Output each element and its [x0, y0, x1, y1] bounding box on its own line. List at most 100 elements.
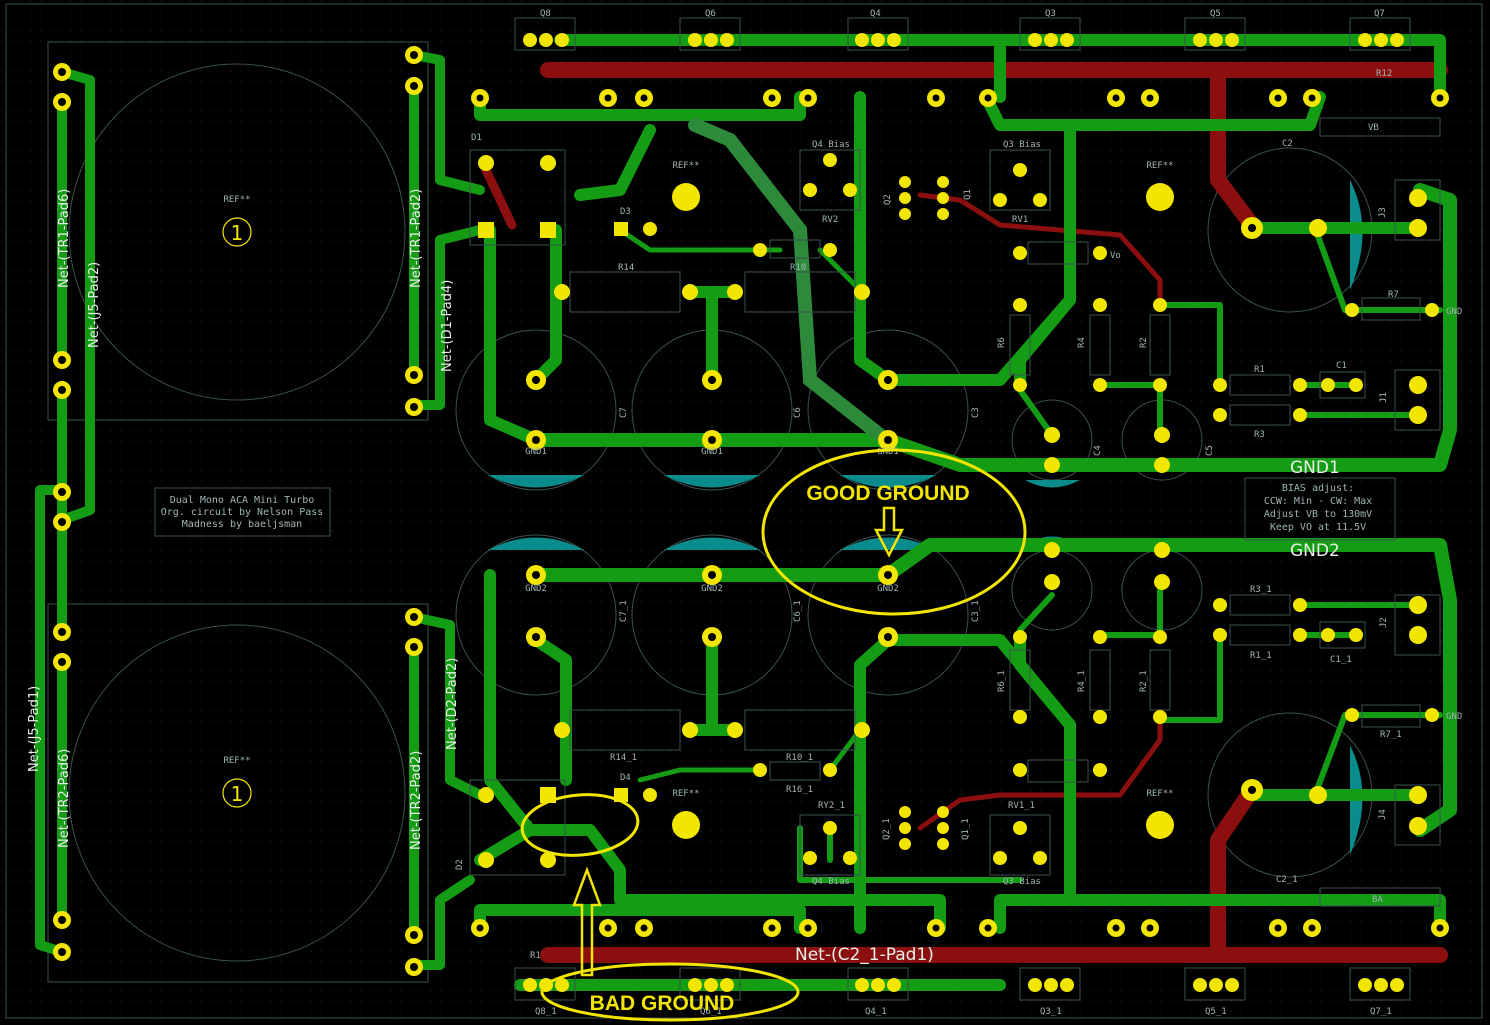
ref-q2-1: Q2_1 [882, 818, 892, 840]
ref-q8-1: Q8_1 [535, 1007, 557, 1017]
ref-label-mh1: REF** [672, 161, 699, 171]
gnd-pad-labels: GND1 GND1 GND1 GND2 GND2 GND2 [525, 447, 899, 594]
ref-r10-1: R10_1 [786, 753, 813, 763]
ref-c5: C5 [1205, 445, 1215, 456]
transformer-tracks [35, 50, 485, 970]
ref-r4-1: R4_1 [1077, 670, 1087, 692]
silkscreen-refs-top: Q8 Q6 Q4 Q3 Q5 Q7 D1 D3 R14 R10 Q4 Bias … [471, 9, 1462, 456]
ref-j2: J2 [1379, 617, 1389, 628]
ref-q4: Q4 [870, 9, 881, 19]
ref-q3-bias-bottom: Q3 Bias [1003, 877, 1041, 887]
net-label-j5-pad1: Net-(J5-Pad1) [27, 686, 42, 772]
net-label-d1-pad4: Net-(D1-Pad4) [440, 280, 455, 372]
credit-line-1: Dual Mono ACA Mini Turbo [170, 495, 315, 506]
ref-r16-1: R16_1 [786, 785, 813, 795]
silkscreen-refs-bottom: C7_1 C6_1 C3_1 R3_1 R1_1 C1_1 J2 R6_1 R4… [455, 585, 1462, 1017]
ref-d4: D4 [620, 773, 631, 783]
bias-adjust-note: BIAS adjust: CCW: Min - CW: Max Adjust V… [1264, 483, 1372, 533]
ref-ry2-1: RY2_1 [818, 801, 845, 811]
ref-r6-1: R6_1 [997, 670, 1007, 692]
transformer-pads [53, 46, 423, 976]
ref-c2: C2 [1282, 139, 1293, 149]
net-label-tr2-pad6: Net-(TR2-Pad6) [57, 749, 72, 848]
ref-rv1: RV1 [1012, 215, 1028, 225]
ref-c7: C7 [619, 407, 629, 418]
pad-number-tr1: 1 [231, 221, 244, 245]
bias-line-4: Keep VO at 11.5V [1270, 522, 1366, 533]
credit-line-2: Org. circuit by Nelson Pass [161, 507, 324, 518]
good-ground-label: GOOD GROUND [806, 482, 969, 505]
ref-r6: R6 [997, 337, 1007, 348]
gnd-pad-label-3: GND1 [877, 447, 899, 457]
ref-vb: VB [1368, 123, 1379, 133]
gnd1-net-label: GND1 [1290, 458, 1340, 478]
ref-label-mh4: REF** [1146, 789, 1173, 799]
ref-c6-1: C6_1 [793, 600, 803, 622]
gnd-pad-label-4: GND2 [525, 584, 547, 594]
net-label-tr1-pad6: Net-(TR1-Pad6) [57, 189, 72, 288]
ref-c2-1: C2_1 [1276, 875, 1298, 885]
net-label-d2-pad2: Net-(D2-Pad2) [445, 658, 460, 750]
ref-q3: Q3 [1045, 9, 1056, 19]
transformer-net-labels: Net-(TR1-Pad6) Net-(J5-Pad2) Net-(TR1-Pa… [27, 189, 460, 850]
ref-rv2: RV2 [822, 215, 838, 225]
ref-d3: D3 [620, 207, 631, 217]
gnd-pad-label-1: GND1 [525, 447, 547, 457]
ref-d1: D1 [471, 133, 482, 143]
ref-r2: R2 [1139, 337, 1149, 348]
bad-ground-label: BAD GROUND [590, 992, 735, 1015]
ref-r7-1: R7_1 [1380, 730, 1402, 740]
gnd2-net-label: GND2 [1290, 541, 1340, 561]
ref-r4: R4 [1077, 337, 1087, 348]
ref-r1: R1 [1254, 365, 1265, 375]
pad-drills [476, 94, 1444, 932]
ref-rv1-1: RV1_1 [1008, 801, 1035, 811]
mounting-holes [672, 183, 1174, 839]
transformer-tr2: 1 REF** [47, 603, 429, 983]
ref-c1-1: C1_1 [1330, 655, 1352, 665]
ref-label-mh2: REF** [1146, 161, 1173, 171]
ref-q8: Q8 [540, 9, 551, 19]
ref-c1: C1 [1336, 361, 1347, 371]
ref-c4: C4 [1093, 445, 1103, 456]
ref-q4-bias-bottom: Q4 Bias [812, 877, 850, 887]
ref-j1: J1 [1379, 392, 1389, 403]
ref-q3-bias: Q3 Bias [1003, 140, 1041, 150]
ref-c3-1: C3_1 [971, 600, 981, 622]
ref-r14: R14 [618, 263, 634, 273]
ref-q5-1: Q5_1 [1205, 1007, 1227, 1017]
ref-r12: R12 [1376, 69, 1392, 79]
net-label-j5-pad2: Net-(J5-Pad2) [87, 262, 102, 348]
ref-j3: J3 [1378, 207, 1388, 218]
pads [471, 33, 1449, 992]
ref-label-tr2: REF** [223, 756, 250, 766]
ref-label-mh3: REF** [672, 789, 699, 799]
net-c2-1-pad1-label: Net-(C2_1-Pad1) [795, 945, 934, 965]
mounting-hole-labels: REF** REF** REF** REF** [672, 161, 1173, 799]
bridge-pads [478, 155, 556, 868]
ref-ba: BA [1372, 895, 1383, 905]
pad-number-tr2: 1 [231, 782, 244, 806]
ref-q6: Q6 [705, 9, 716, 19]
ref-d2: D2 [455, 859, 465, 870]
ref-label-tr1: REF** [223, 195, 250, 205]
ref-r2-1: R2_1 [1139, 670, 1149, 692]
ref-gnd-top: GND [1446, 307, 1462, 317]
down-arrow-icon [873, 506, 905, 558]
ref-q7-1: Q7_1 [1370, 1007, 1392, 1017]
ref-r10: R10 [790, 263, 806, 273]
ref-q7: Q7 [1374, 9, 1385, 19]
ref-gnd-bottom: GND [1446, 712, 1462, 722]
ref-q4-1: Q4_1 [865, 1007, 887, 1017]
gnd-pad-label-2: GND1 [701, 447, 723, 457]
transistor-pads-top [523, 33, 1404, 47]
ref-r1-1: R1_1 [1250, 651, 1272, 661]
ref-r3: R3 [1254, 430, 1265, 440]
bias-line-2: CCW: Min - CW: Max [1264, 496, 1372, 507]
ref-c3: C3 [971, 407, 981, 418]
credit-box: Dual Mono ACA Mini Turbo Org. circuit by… [154, 487, 331, 537]
ref-r7: R7 [1388, 290, 1399, 300]
ref-q1: Q1 [963, 189, 973, 200]
front-copper-tracks [474, 34, 1457, 991]
